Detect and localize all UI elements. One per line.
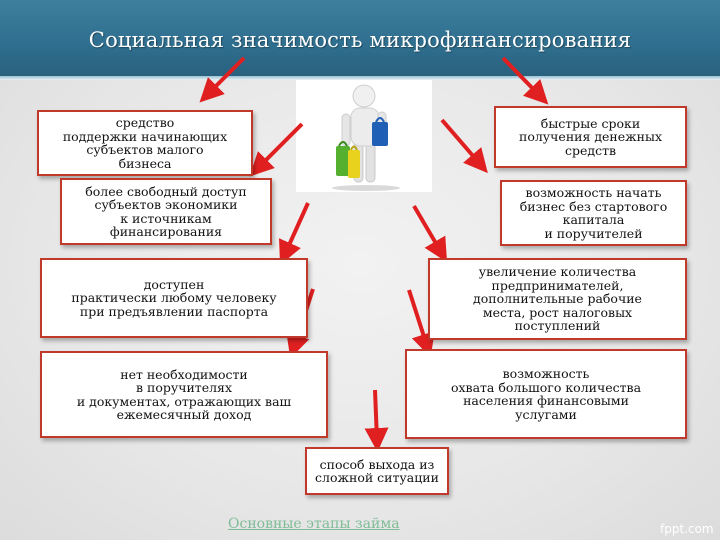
brand-label: fppt.com: [660, 522, 714, 536]
box-fast-terms: быстрые сроки получения денежных средств: [494, 106, 687, 168]
box-start-business: возможность начать бизнес без стартового…: [500, 180, 687, 246]
box-passport: доступен практически любому человеку при…: [40, 258, 308, 338]
box-no-guarantors: нет необходимости в поручителях и докуме…: [40, 351, 328, 438]
box-free-access: более свободный доступ субъектов экономи…: [60, 178, 272, 245]
title-bar: Социальная значимость микрофинансировани…: [0, 0, 720, 76]
box-support: средство поддержки начинающих субъектов …: [37, 110, 253, 176]
box-coverage: возможность охвата большого количества н…: [405, 349, 687, 439]
box-entrepreneurs: увеличение количества предпринимателей, …: [428, 258, 687, 340]
shopper-figure-image: [296, 80, 432, 192]
shopper-figure-icon: [332, 84, 400, 191]
box-exit: способ выхода из сложной ситуации: [305, 447, 449, 495]
footer-link[interactable]: Основные этапы займа: [228, 516, 400, 532]
title-divider: [0, 76, 720, 80]
slide-title: Социальная значимость микрофинансировани…: [88, 28, 632, 52]
